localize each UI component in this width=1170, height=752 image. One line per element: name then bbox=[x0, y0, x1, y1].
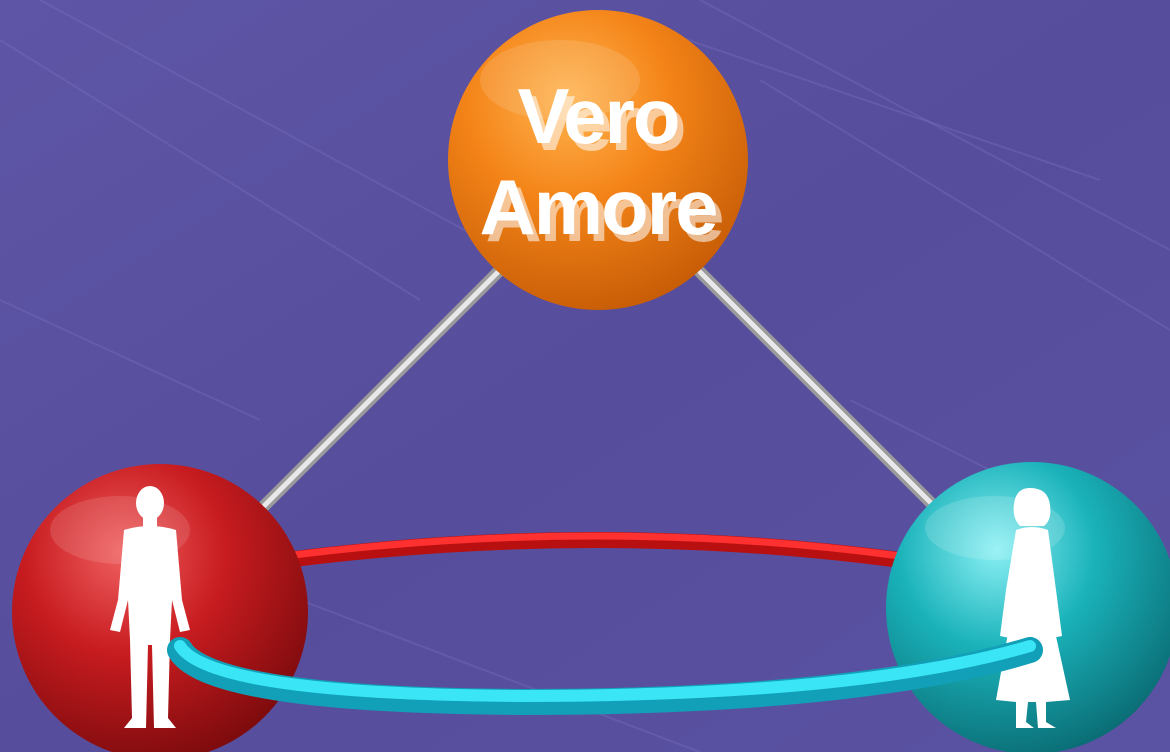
title-line-1-shadow: Vero bbox=[523, 79, 684, 167]
top-sphere: Vero Vero Amore Amore bbox=[448, 10, 748, 310]
title-line-2-shadow: Amore bbox=[485, 170, 722, 258]
connector-rods bbox=[252, 266, 944, 518]
woman-silhouette-icon bbox=[996, 488, 1070, 728]
title-line-2: Amore bbox=[479, 163, 716, 251]
title-line-1: Vero bbox=[517, 72, 678, 160]
red-ring bbox=[278, 532, 908, 568]
man-silhouette-icon bbox=[110, 486, 190, 728]
